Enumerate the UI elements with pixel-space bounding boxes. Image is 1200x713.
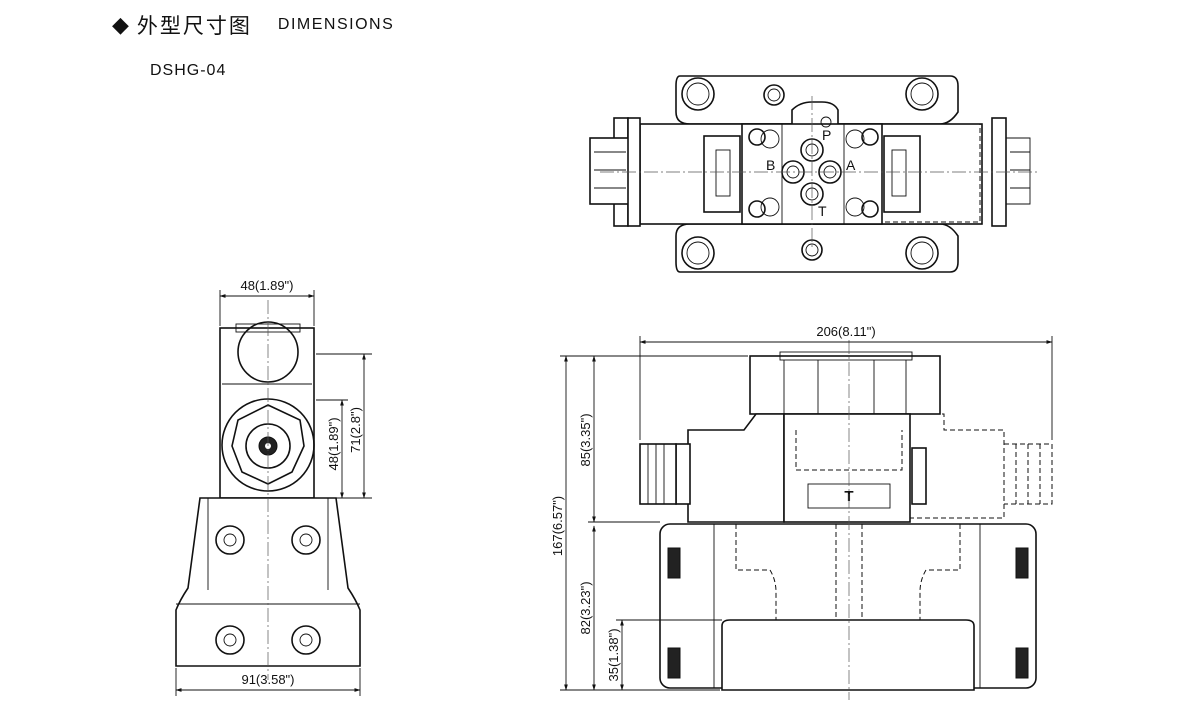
dim-width-top: 48(1.89") [240,278,293,293]
dim-height-35: 35(1.38") [606,628,621,681]
diamond-bullet-icon: ◆ [112,12,129,37]
dim-width-bottom: 91(3.58") [241,672,294,687]
model-number: DSHG-04 [150,62,227,79]
port-label-b: B [766,157,775,173]
dim-length: 206(8.11") [816,324,875,339]
dim-height-71: 71(2.8") [348,407,363,453]
port-label-t: T [818,203,827,219]
header: ◆ 外型尺寸图 DIMENSIONS [112,10,394,40]
port-label-p: P [822,127,831,143]
top-view-bolt-holes [681,77,939,270]
front-view: T 206(8.11") 167(6.57") [550,324,1053,700]
title-chinese: 外型尺寸图 [136,14,252,38]
port-label-a: A [846,157,856,173]
dim-height-82: 82(3.23") [578,581,593,634]
dim-height-85: 85(3.35") [578,413,593,466]
side-view: 48(1.89") 71(2.8") 48(1.89") 91(3.58") [175,278,372,696]
dim-height-48: 48(1.89") [326,417,341,470]
top-view: P A B T [589,75,1040,273]
dim-height-total: 167(6.57") [550,496,565,556]
title-english: DIMENSIONS [277,16,395,33]
